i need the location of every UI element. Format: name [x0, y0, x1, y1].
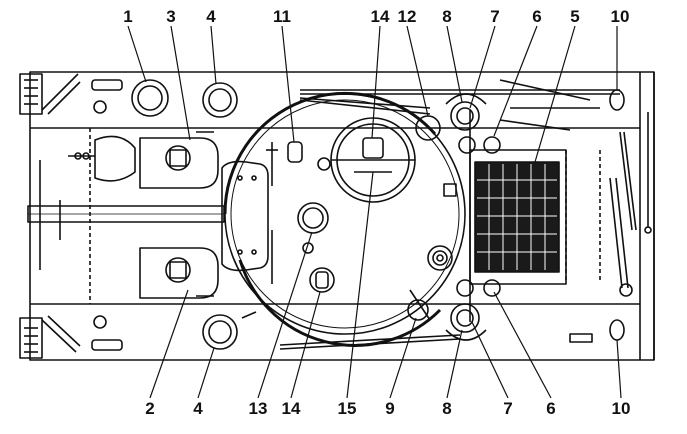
callout-top-8: 8: [442, 7, 452, 26]
periscopes-front: [131, 79, 238, 350]
turret-items: [266, 141, 457, 293]
callout-top-7: 7: [490, 7, 500, 26]
callout-bottom-10: 10: [611, 399, 631, 418]
callout-bottom-15: 15: [337, 399, 357, 418]
callout-bottom-7: 7: [503, 399, 513, 418]
driver-hatches: [139, 131, 219, 299]
tools-stowage: [241, 79, 620, 350]
callout-top-14: 14: [370, 7, 390, 26]
callout-bottom-14: 14: [281, 399, 301, 418]
gun-barrel: [27, 205, 225, 223]
callout-top-4: 4: [206, 7, 216, 26]
callout-bottom-8: 8: [442, 399, 452, 418]
callout-bottom-13: 13: [248, 399, 268, 418]
left-track-ends: [19, 73, 81, 359]
callout-bottom-9: 9: [385, 399, 395, 418]
callout-top-1: 1: [123, 7, 133, 26]
leader-lines: [127, 25, 622, 399]
callout-bottom-6: 6: [546, 399, 556, 418]
callout-bottom-2: 2: [145, 399, 155, 418]
engine-grille: [469, 149, 567, 285]
gun-mantlet: [221, 160, 269, 272]
callout-top-12: 12: [397, 7, 417, 26]
glacis-details: [39, 79, 136, 351]
callout-top-5: 5: [570, 7, 580, 26]
callout-top-11: 11: [273, 7, 291, 26]
callout-top-6: 6: [532, 7, 542, 26]
commander-cupola: [317, 117, 416, 203]
hull-outline: [29, 71, 655, 361]
rear-deck: [565, 89, 652, 343]
callout-bottom-4: 4: [193, 399, 203, 418]
callout-top-10: 10: [610, 7, 630, 26]
turret: [223, 91, 466, 347]
filler-caps: [445, 93, 501, 341]
callout-top-3: 3: [166, 7, 176, 26]
